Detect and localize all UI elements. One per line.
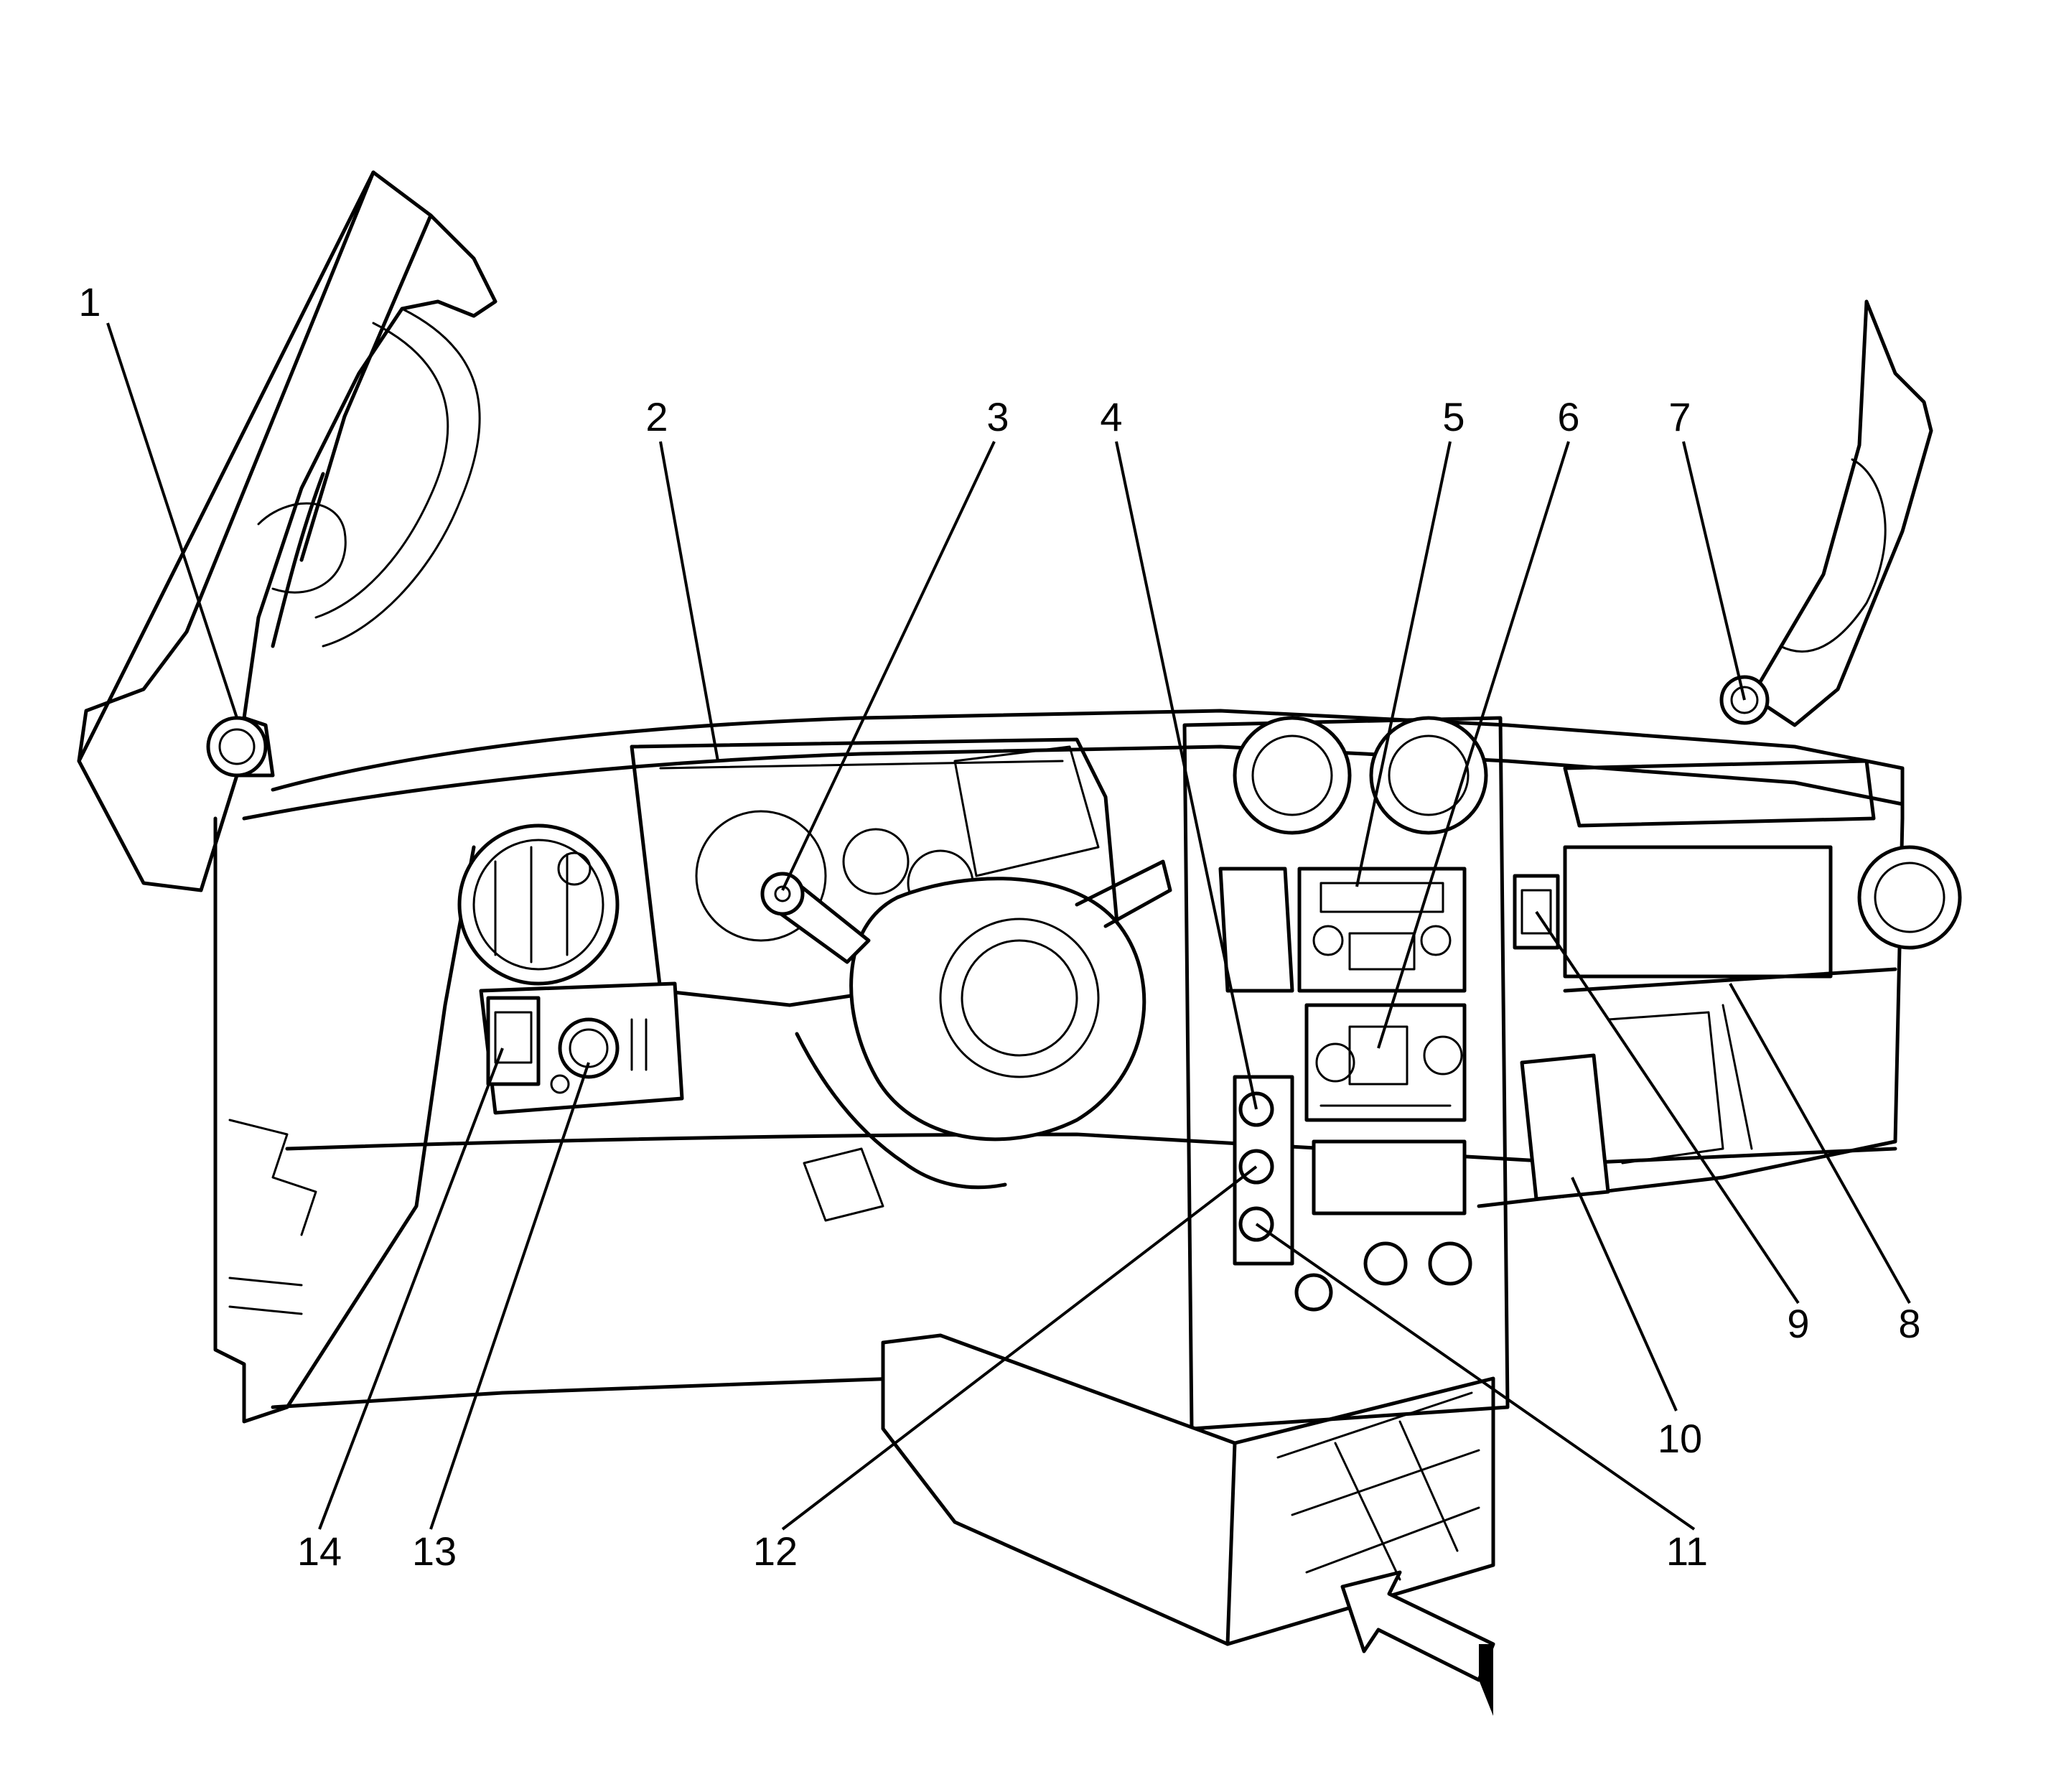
leader-4 (1115, 441, 1258, 1110)
stack-side-connectors (1233, 1075, 1294, 1266)
callout-labels: 1 2 3 4 5 6 7 8 9 10 11 12 13 14 (78, 279, 1920, 1574)
callout-6: 6 (1557, 394, 1579, 439)
callout-5: 5 (1442, 394, 1465, 439)
radio-unit (1297, 867, 1467, 993)
leader-1 (106, 322, 238, 719)
leader-8 (1729, 983, 1911, 1304)
callout-leaders (106, 322, 1911, 1531)
callout-11: 11 (1666, 1529, 1708, 1574)
callout-8: 8 (1898, 1301, 1920, 1346)
leader-2 (659, 441, 719, 762)
callout-9: 9 (1787, 1301, 1809, 1346)
callout-13: 13 (412, 1529, 457, 1574)
callout-4: 4 (1100, 394, 1122, 439)
callout-1: 1 (78, 279, 101, 325)
leader-14 (318, 1047, 504, 1530)
leader-13 (429, 1062, 590, 1530)
left-windshield-pillar (77, 170, 498, 892)
callout-3: 3 (986, 394, 1009, 439)
steering-wheel (795, 859, 1172, 1222)
callout-10: 10 (1658, 1416, 1702, 1461)
multifunction-switch-stalk (760, 872, 871, 964)
center-stack (1182, 716, 1510, 1431)
leader-6 (1377, 441, 1570, 1049)
callout-7: 7 (1668, 394, 1691, 439)
leader-5 (1355, 441, 1452, 887)
leader-10 (1571, 1177, 1678, 1411)
view-direction-arrow-icon (1340, 1570, 1495, 1716)
leader-7 (1682, 441, 1746, 701)
leader-12 (781, 1165, 1258, 1531)
callout-2: 2 (645, 394, 668, 439)
leader-9 (1535, 910, 1800, 1305)
callout-14: 14 (297, 1529, 342, 1574)
left-tweeter-speaker (206, 716, 268, 778)
right-windshield-pillar (1750, 299, 1933, 727)
leader-11 (1255, 1223, 1696, 1531)
open-glovebox-door (881, 1333, 1495, 1646)
callout-12: 12 (753, 1529, 798, 1574)
left-air-vent (457, 823, 620, 986)
leader-3 (781, 441, 996, 891)
lower-center-controls (1294, 1139, 1472, 1312)
lower-left-switch-panel (479, 981, 684, 1115)
